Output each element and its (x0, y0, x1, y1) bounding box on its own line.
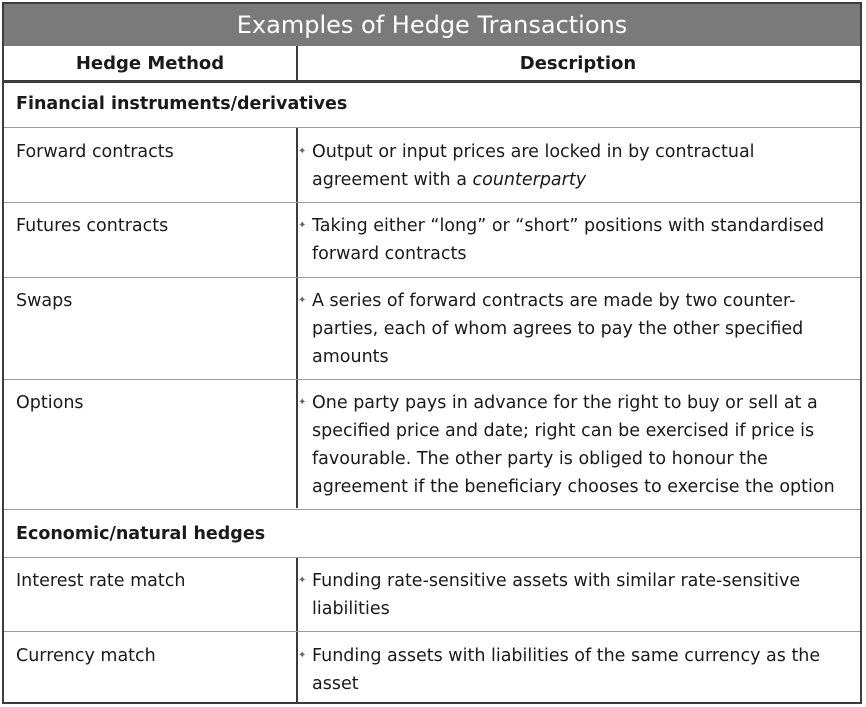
hedge-method-cell: Futures contracts (16, 216, 169, 236)
description-text: Funding assets with liabilities of the s… (312, 646, 821, 694)
bullet-icon: ✦ (298, 650, 307, 661)
hedge-method-cell: Currency match (16, 646, 156, 666)
hedge-method-cell: Swaps (16, 291, 73, 311)
description-cell: ✦ Funding assets with liabilities of the… (298, 642, 847, 698)
table-title: Examples of Hedge Transactions (4, 4, 860, 46)
header-divider (4, 80, 860, 83)
hedge-method-cell: Interest rate match (16, 571, 186, 591)
hedge-method-cell: Forward contracts (16, 142, 174, 162)
column-divider (296, 557, 298, 702)
row-divider (4, 277, 860, 278)
row-divider (4, 202, 860, 203)
bullet-icon: ✦ (298, 220, 307, 231)
description-text: Funding rate-sensitive assets with simil… (312, 571, 801, 619)
bullet-icon: ✦ (298, 295, 307, 306)
bullet-icon: ✦ (298, 397, 307, 408)
column-divider (296, 127, 298, 508)
description-italic: counterparty (472, 170, 587, 190)
description-cell: ✦ Funding rate-sensitive assets with sim… (298, 567, 847, 623)
column-divider (296, 46, 298, 82)
description-cell: ✦ One party pays in advance for the righ… (298, 389, 847, 501)
description-cell: ✦ Output or input prices are locked in b… (298, 138, 847, 194)
description-cell: ✦ A series of forward contracts are made… (298, 287, 847, 371)
bullet-icon: ✦ (298, 146, 307, 157)
description-text: A series of forward contracts are made b… (312, 291, 804, 367)
section-heading: Financial instruments/derivatives (16, 94, 348, 114)
hedge-method-cell: Options (16, 393, 84, 413)
row-divider (4, 509, 860, 510)
column-header-method: Hedge Method (75, 53, 225, 74)
description-cell: ✦ Taking either “long” or “short” positi… (298, 212, 847, 268)
description-text: Taking either “long” or “short” position… (312, 216, 825, 264)
row-divider (4, 557, 860, 558)
row-divider (4, 127, 860, 128)
bullet-icon: ✦ (298, 575, 307, 586)
description-text: Output or input prices are locked in by … (312, 142, 755, 190)
row-divider (4, 631, 860, 632)
row-divider (4, 379, 860, 380)
section-heading: Economic/natural hedges (16, 524, 266, 544)
description-text: One party pays in advance for the right … (312, 393, 835, 497)
column-header-description: Description (519, 53, 637, 74)
